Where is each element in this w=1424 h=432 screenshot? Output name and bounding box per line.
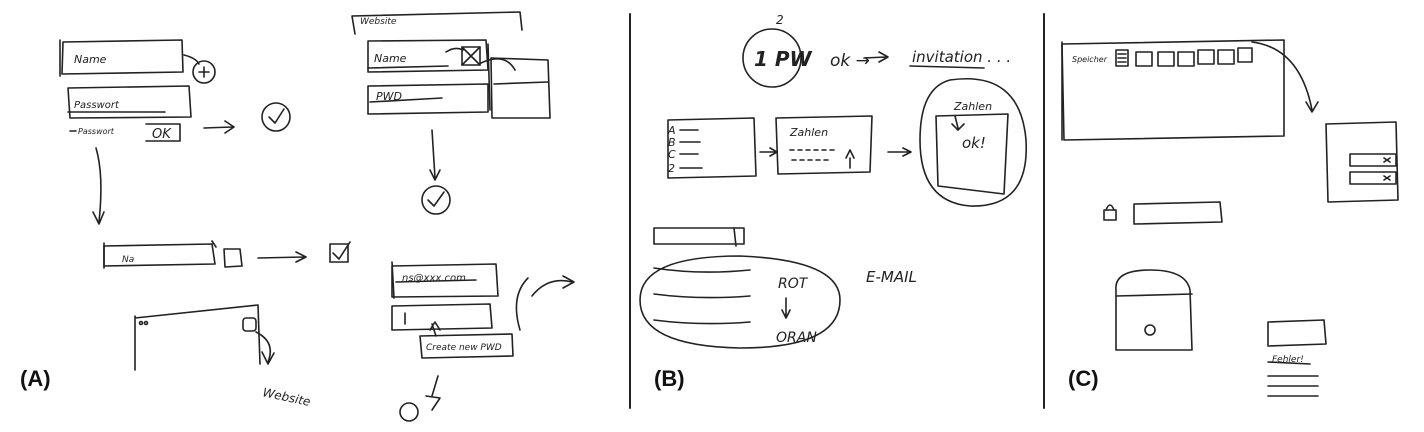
arrow-right-b2 [759,147,778,157]
panel-label-a: (A) [20,366,51,391]
b-step-number: 2 [776,13,784,27]
arrow-right-2 [257,251,307,263]
b-popup-title: Zahlen [953,100,992,113]
a-password-label: Passwort [74,100,120,111]
slot-icon-5 [1197,49,1215,65]
lock-icon-small [1103,209,1117,221]
popup-box [490,57,551,119]
check-icon-2 [421,185,451,215]
arrow-down-2 [429,129,441,181]
b-numbers-label: Zahlen [789,126,828,139]
arrow-right-b1 [863,51,889,63]
pw-circle [742,28,802,88]
create-password-button [419,333,514,359]
list-header [653,227,745,245]
ok-popup-box [935,113,1009,195]
a-na-label: Na [122,255,134,265]
website-screen [134,304,261,371]
slot-icon-7 [1237,47,1253,63]
short-field-box [103,243,216,267]
checkbox-icon [329,243,349,263]
password-field-c [1133,201,1223,225]
a-forgot-label: Passwort [78,127,115,136]
b-pw-label: 1 PW [754,47,813,71]
lock-popup-icon [461,46,481,66]
b-letter-a: A [667,124,676,137]
b-orange-label: ORAN [776,330,817,346]
a-ok-label: OK [152,127,172,142]
b-invitation-label: invitation . . . [912,48,1011,66]
a-name-label: Name [74,53,107,66]
pwd-field [367,83,489,115]
b-rot-label: ROT [778,276,809,292]
c-speicher-label: Speicher [1072,55,1108,64]
arrow-down-long [92,147,105,225]
slot-icon-3 [1157,51,1175,67]
slot-icon-6 [1217,49,1235,65]
panel-label-c: (C) [1068,366,1099,391]
email-field [391,263,499,298]
storage-screen [1061,39,1285,141]
circle-small [399,402,419,422]
b-email-label: E-MAIL [866,268,917,286]
slot-icon-1 [1115,49,1129,67]
c-error-label: Fehler! [1272,355,1304,365]
a-website-title: Website [360,17,397,27]
ok-popup-bubble [919,78,1027,207]
login-field-2 [1349,171,1397,185]
b-letter-2: 2 [668,162,675,175]
login-field-1 [1349,153,1397,167]
name-field-box [61,39,184,75]
panel-label-b: (B) [654,366,685,391]
website-frame [351,11,523,35]
a-pwd-label: PWD [376,90,402,103]
login-popup [1325,121,1399,203]
pwd-field-2 [391,303,493,331]
panel-b-sketch [639,28,1027,349]
error-box [1267,319,1327,347]
a-email-label: ns@xxx.com [402,273,466,284]
list-screen [667,117,757,179]
b-letter-b: B [668,136,676,149]
panel-c-sketch [1061,39,1399,397]
arrow-right [203,120,235,134]
a-website-label: Website [261,385,311,409]
numbers-screen [775,115,873,175]
b-letter-c: C [668,148,676,161]
a-name2-label: Name [374,52,407,65]
plus-icon [192,60,216,84]
check-icon [261,102,291,132]
website-button [242,317,257,332]
a-create-label: Create new PWD [426,343,502,353]
slot-icon-2 [1135,51,1153,67]
password-field-box [67,85,192,119]
ok-button-sketch [145,123,181,142]
arrow-right-b3 [887,147,912,157]
slot-icon-4 [1177,51,1195,67]
small-box [223,248,243,268]
b-ok-popup: ok! [962,134,986,152]
panel-a-sketch [59,11,575,422]
list-bubble [639,255,841,349]
b-ok-label: ok → [830,51,870,71]
lock-icon-large [1115,269,1193,351]
